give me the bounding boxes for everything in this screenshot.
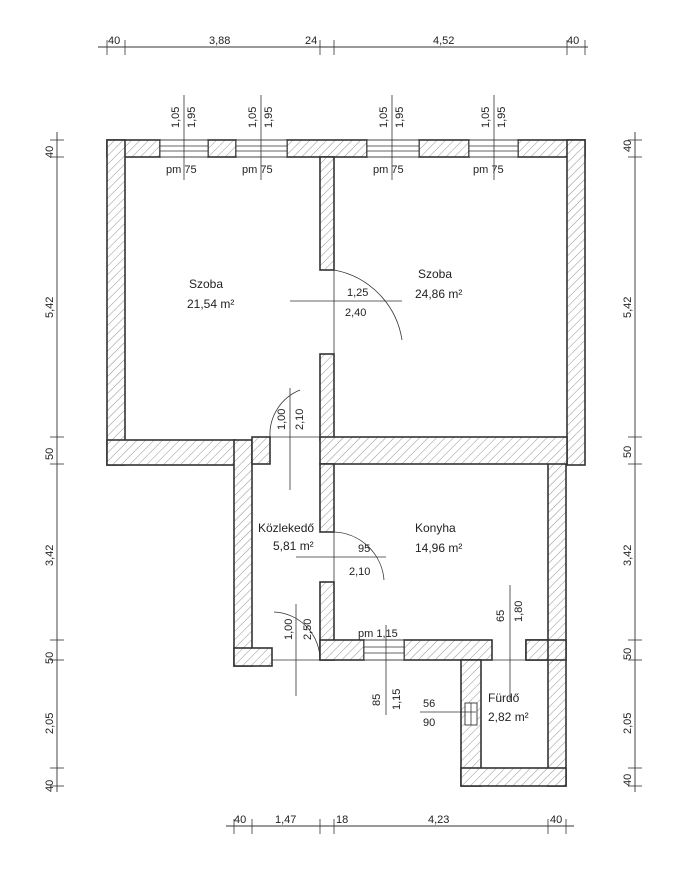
window-1-label: pm 75 [166,164,197,176]
door-bath-h: 1,80 [513,601,525,622]
room-2-area: 24,86 m² [415,287,462,301]
dim-bottom-2: 18 [336,814,348,826]
dim-top-2: 24 [305,35,317,47]
door-entrance-h: 2,50 [302,619,314,640]
window-3-label: pm 75 [373,164,404,176]
window-2: pm 75 1,05 1,95 [235,95,288,180]
door-kitchen-h: 2,10 [349,566,370,578]
window-2-sill: 1,05 [247,107,259,128]
dim-bottom-4: 40 [550,814,562,826]
wall-bottom-left-room [106,439,236,466]
wall-top-pier-1 [207,139,237,158]
wall-kitchen-bottom-right [403,639,493,661]
door-rooms-h: 2,40 [345,307,366,319]
dim-right-4: 50 [622,648,634,660]
window-4: pm 75 1,05 1,95 [468,95,519,180]
window-bath-label: pm 1,15 [358,628,398,640]
wall-bath-step [525,639,549,661]
wall-mid-right [319,436,568,465]
dim-right-5: 2,05 [622,713,634,734]
wall-top-pier-2 [418,139,470,158]
dimension-top: 40 3,88 24 4,52 40 [98,35,588,55]
dimension-bottom: 40 1,47 18 4,23 40 [226,814,574,834]
window-3: pm 75 1,05 1,95 [366,95,420,180]
dim-top-3: 4,52 [433,35,454,47]
wall-right-kitchen [547,439,567,787]
room-4-name: Konyha [415,521,456,535]
window-1: pm 75 1,05 1,95 [159,95,209,180]
dim-right-1: 5,42 [622,297,634,318]
window-4-head: 1,95 [496,107,508,128]
bath-vent-h: 90 [423,717,435,729]
window-4-label: pm 75 [473,164,504,176]
room-5-name: Fürdő [488,691,520,705]
walls [106,139,586,787]
door-entrance-w: 1,00 [283,619,295,640]
window-bath-head: 1,15 [391,689,403,710]
dim-top-4: 40 [567,35,579,47]
room-2-name: Szoba [418,267,452,281]
room-labels: Szoba 21,54 m² Szoba 24,86 m² Közlekedő … [187,267,529,724]
door-entrance: 1,00 2,50 [272,604,321,696]
window-3-head: 1,95 [394,107,406,128]
wall-left-upper [106,139,126,466]
dim-left-3: 3,42 [44,545,56,566]
dim-bottom-3: 4,23 [428,814,449,826]
window-bath-sill: 85 [371,694,383,706]
room-1-area: 21,54 m² [187,297,234,311]
dim-left-2: 50 [44,448,56,460]
dim-left-0: 40 [44,146,56,158]
room-3-name: Közlekedő [258,521,314,535]
door-bath: 65 1,80 [492,585,526,700]
dim-left-6: 40 [44,780,56,792]
window-2-label: pm 75 [242,164,273,176]
window-1-sill: 1,05 [170,107,182,128]
door-rooms-w: 1,25 [347,287,368,299]
window-bath: pm 1,15 85 1,15 [358,625,405,715]
dim-right-2: 50 [622,446,634,458]
dim-bottom-1: 1,47 [275,814,296,826]
room-4-area: 14,96 m² [415,541,462,555]
wall-mid-left [251,436,271,465]
doors: 1,25 2,40 1,00 2,10 95 2,10 1,00 2,50 [269,269,526,700]
dim-top-0: 40 [108,35,120,47]
window-2-head: 1,95 [263,107,275,128]
dimension-right: 40 5,42 50 3,42 50 2,05 40 [622,132,642,792]
dim-bottom-0: 40 [234,814,246,826]
room-5-area: 2,82 m² [488,710,529,724]
room-1-name: Szoba [189,277,223,291]
dim-left-1: 5,42 [44,297,56,318]
door-kitchen-w: 95 [358,543,370,555]
dim-right-3: 3,42 [622,545,634,566]
window-4-sill: 1,05 [480,107,492,128]
wall-hall-bottom [233,647,273,667]
window-3-sill: 1,05 [378,107,390,128]
room-3-area: 5,81 m² [273,539,314,553]
door-hall-top: 1,00 2,10 [269,388,320,490]
wall-partition-rooms-lower [319,353,335,441]
door-kitchen: 95 2,10 [296,531,386,582]
dim-left-5: 2,05 [44,713,56,734]
dim-left-4: 50 [44,652,56,664]
door-bath-w: 65 [495,610,507,622]
wall-left-hall [233,439,253,667]
wall-hall-kitchen-upper [319,463,335,533]
window-1-head: 1,95 [186,107,198,128]
wall-partition-rooms-upper [319,156,335,271]
bath-vent-w: 56 [423,698,435,710]
dimension-left: 40 5,42 50 3,42 50 2,05 40 [44,132,64,792]
wall-kitchen-bottom [319,639,365,661]
door-hall-top-h: 2,10 [294,409,306,430]
dim-right-0: 40 [622,140,634,152]
bath-vent: 56 90 [420,698,478,729]
dim-top-1: 3,88 [209,35,230,47]
dim-right-6: 40 [622,774,634,786]
door-rooms: 1,25 2,40 [290,269,403,354]
wall-bath-bottom [460,767,567,787]
door-hall-top-w: 1,00 [276,409,288,430]
wall-top-middle [286,139,368,158]
windows: pm 75 1,05 1,95 pm 75 1,05 1,95 pm 75 1,… [159,95,519,729]
wall-right-upper [566,139,586,466]
